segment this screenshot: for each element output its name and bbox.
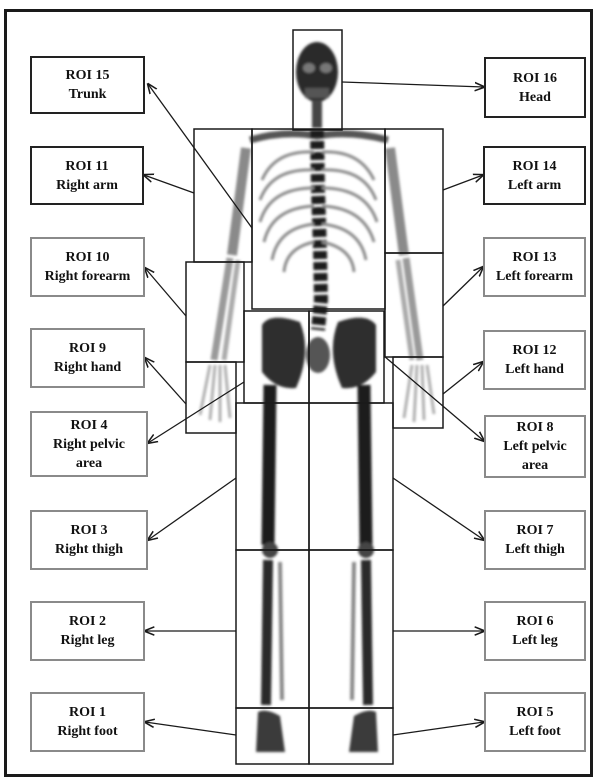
roi-8-region-cont: area [522, 456, 548, 475]
arrow-roi-11 [144, 175, 194, 193]
roi-15-label-box: ROI 15 Trunk [30, 56, 145, 114]
roi-9-label-box: ROI 9 Right hand [30, 328, 145, 388]
roi-15-region: Trunk [69, 85, 107, 104]
roi-7-label-box: ROI 7 Left thigh [484, 510, 586, 570]
roi-1-number: ROI 1 [69, 703, 106, 722]
roi-2-region: Right leg [60, 631, 114, 650]
region-left-thigh [309, 403, 393, 550]
roi-region-outlines [186, 30, 443, 764]
roi-15-number: ROI 15 [66, 66, 110, 85]
arrow-roi-7 [393, 478, 484, 540]
roi-3-label-box: ROI 3 Right thigh [30, 510, 148, 570]
roi-7-region: Left thigh [505, 540, 565, 559]
roi-8-region: Left pelvic [503, 437, 566, 456]
roi-4-region-cont: area [76, 454, 102, 473]
roi-7-number: ROI 7 [517, 521, 554, 540]
roi-11-region: Right arm [56, 176, 118, 195]
roi-1-label-box: ROI 1 Right foot [30, 692, 145, 752]
roi-5-region: Left foot [509, 722, 561, 741]
region-left-foot [309, 708, 393, 764]
roi-16-label-box: ROI 16 Head [484, 57, 586, 118]
roi-16-number: ROI 16 [513, 69, 557, 88]
roi-12-number: ROI 12 [513, 341, 557, 360]
roi-9-region: Right hand [54, 358, 121, 377]
roi-13-number: ROI 13 [513, 248, 557, 267]
roi-14-label-box: ROI 14 Left arm [483, 146, 586, 205]
roi-12-label-box: ROI 12 Left hand [483, 330, 586, 390]
roi-2-label-box: ROI 2 Right leg [30, 601, 145, 661]
roi-6-label-box: ROI 6 Left leg [484, 601, 586, 661]
roi-12-region: Left hand [505, 360, 564, 379]
roi-14-region: Left arm [508, 176, 561, 195]
roi-11-label-box: ROI 11 Right arm [30, 146, 144, 205]
arrow-roi-3 [148, 478, 236, 540]
roi-6-region: Left leg [512, 631, 557, 650]
arrow-roi-12 [443, 362, 483, 394]
skeleton-illustration [200, 42, 434, 752]
roi-11-number: ROI 11 [65, 157, 108, 176]
roi-14-number: ROI 14 [513, 157, 557, 176]
roi-13-region: Left forearm [496, 267, 573, 286]
arrow-roi-13 [443, 267, 483, 306]
roi-2-number: ROI 2 [69, 612, 106, 631]
arrow-roi-14 [443, 175, 483, 190]
roi-3-region: Right thigh [55, 540, 123, 559]
roi-8-label-box: ROI 8 Left pelvic area [484, 415, 586, 478]
arrow-roi-16 [342, 82, 484, 87]
roi-8-number: ROI 8 [517, 418, 554, 437]
roi-5-label-box: ROI 5 Left foot [484, 692, 586, 752]
arrow-roi-1 [145, 722, 236, 735]
arrow-roi-5 [393, 722, 484, 735]
roi-10-label-box: ROI 10 Right forearm [30, 237, 145, 297]
roi-3-number: ROI 3 [71, 521, 108, 540]
arrow-roi-9 [145, 358, 186, 404]
roi-5-number: ROI 5 [517, 703, 554, 722]
roi-13-label-box: ROI 13 Left forearm [483, 237, 586, 297]
roi-9-number: ROI 9 [69, 339, 106, 358]
arrow-roi-15 [148, 84, 252, 228]
roi-1-region: Right foot [57, 722, 117, 741]
arrow-roi-10 [145, 268, 186, 316]
roi-10-number: ROI 10 [66, 248, 110, 267]
roi-4-label-box: ROI 4 Right pelvic area [30, 411, 148, 477]
roi-4-region: Right pelvic [53, 435, 125, 454]
roi-10-region: Right forearm [45, 267, 131, 286]
roi-16-region: Head [519, 88, 551, 107]
roi-6-number: ROI 6 [517, 612, 554, 631]
roi-4-number: ROI 4 [71, 416, 108, 435]
